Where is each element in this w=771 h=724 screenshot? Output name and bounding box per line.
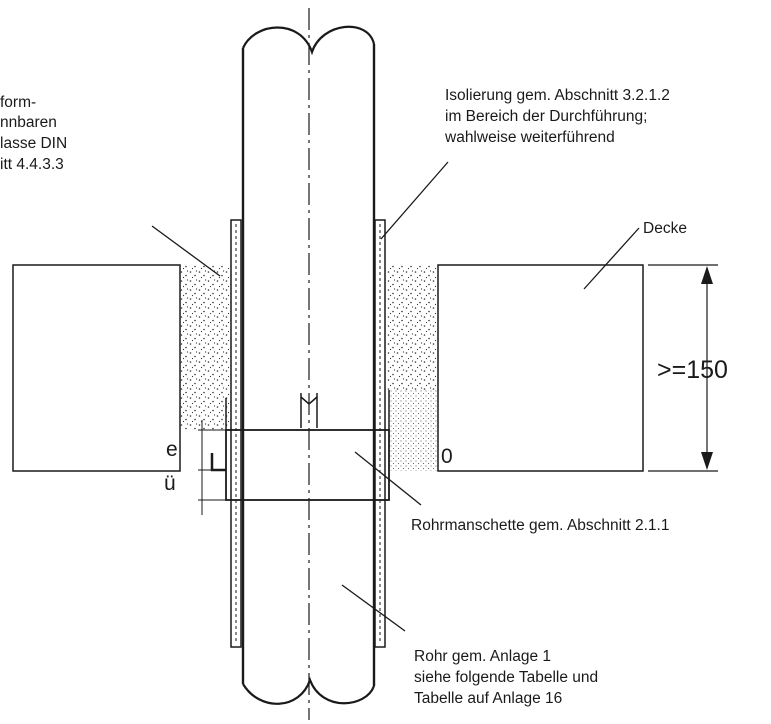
- collar-dimension: [198, 420, 228, 515]
- label-ceiling: Decke: [643, 220, 687, 237]
- svg-text:siehe folgende Tabelle und: siehe folgende Tabelle und: [414, 669, 598, 686]
- label-sleeve: Rohrmanschette gem. Abschnitt 2.1.1: [411, 517, 669, 534]
- ceiling-slab-right: [437, 264, 644, 472]
- label-insulation: Isolierung gem. Abschnitt 3.2.1.2 im Ber…: [444, 87, 670, 146]
- svg-text:Rohr gem. Anlage 1: Rohr gem. Anlage 1: [414, 648, 551, 665]
- svg-text:nnbaren: nnbaren: [0, 114, 57, 131]
- svg-text:wahlweise weiterführend: wahlweise weiterführend: [444, 129, 615, 146]
- thickness-dimension: [648, 264, 718, 472]
- label-thickness: >=150: [657, 356, 728, 384]
- label-dim-e: e: [166, 438, 178, 461]
- fill-material-left: [180, 265, 231, 430]
- fill-material-right: [386, 265, 438, 471]
- leader-lines: [151, 161, 640, 632]
- svg-text:Isolierung gem. Abschnitt 3.2.: Isolierung gem. Abschnitt 3.2.1.2: [445, 87, 670, 104]
- label-pipe: Rohr gem. Anlage 1 siehe folgende Tabell…: [414, 648, 598, 707]
- label-fill-material: form- nnbaren lasse DIN itt 4.4.3.3: [0, 94, 67, 173]
- ceiling-slab-left: [12, 264, 181, 472]
- svg-text:im Bereich der Durchführung;: im Bereich der Durchführung;: [445, 108, 647, 125]
- svg-text:form-: form-: [0, 94, 36, 111]
- svg-text:Tabelle auf Anlage 16: Tabelle auf Anlage 16: [414, 690, 562, 707]
- label-dim-u: ü: [164, 472, 176, 495]
- insulation-layer-right: [374, 219, 386, 648]
- insulation-layer-left: [230, 219, 242, 648]
- svg-text:itt 4.4.3.3: itt 4.4.3.3: [0, 156, 64, 173]
- pipe: [241, 8, 376, 720]
- svg-text:lasse DIN: lasse DIN: [0, 135, 67, 152]
- label-mark-0: 0: [441, 445, 453, 468]
